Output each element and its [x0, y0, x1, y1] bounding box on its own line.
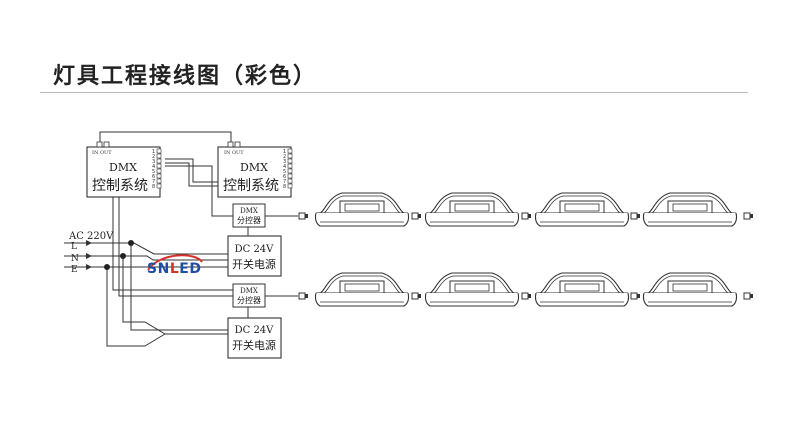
connector: [298, 292, 309, 300]
controller-desc: 控制系统: [223, 178, 279, 194]
mains-line-l: L: [71, 242, 77, 252]
mains-label: AC 220V: [68, 231, 114, 242]
pin-terminal: [287, 183, 293, 189]
dmx-splitter-1: DMX 分控器: [232, 203, 266, 228]
connector: [411, 292, 422, 300]
pin-number: 8: [152, 184, 155, 190]
pin-number: 7: [152, 179, 155, 185]
lamp-chain-1: [298, 192, 754, 227]
pin-terminal: [156, 153, 162, 159]
dmx-splitter-2: DMX 分控器: [232, 283, 266, 308]
splitter-name: DMX: [240, 207, 258, 215]
lamp-fixture: [424, 272, 520, 307]
pin-number: 6: [283, 174, 286, 180]
pin-number: 3: [283, 159, 286, 165]
snled-watermark-logo: SNLED: [147, 254, 203, 277]
title-divider: [40, 92, 748, 93]
mains-line-e: E: [71, 265, 78, 275]
pin-terminal: [156, 183, 162, 189]
controller-port-label: IN OUT: [224, 150, 244, 156]
lamp-fixture: [534, 272, 630, 307]
pin-number: 2: [283, 154, 286, 160]
pin-terminal: [156, 163, 162, 169]
pin-number: 7: [283, 179, 286, 185]
pin-terminal: [287, 168, 293, 174]
pin-number: 8: [283, 184, 286, 190]
power-supply-voltage: DC 24V: [235, 244, 275, 255]
pin-terminal: [156, 168, 162, 174]
pin-number: 2: [152, 154, 155, 160]
mains-line-n: N: [71, 254, 79, 264]
pin-number: 1: [283, 149, 286, 155]
junction-dots: [104, 240, 134, 270]
lamp-chain-2: [298, 272, 754, 307]
power-supply-1: DC 24V 开关电源: [227, 235, 282, 277]
pin-number: 6: [152, 174, 155, 180]
lamp-fixture: [314, 272, 410, 307]
pin-terminal: [156, 148, 162, 154]
pin-terminal: [287, 148, 293, 154]
page-title: 灯具工程接线图（彩色）: [53, 64, 318, 89]
pin-number: 4: [152, 164, 155, 170]
power-supply-2: DC 24V 开关电源: [227, 317, 282, 359]
pin-terminal: [287, 153, 293, 159]
splitter-desc: 分控器: [237, 295, 261, 305]
controller-desc: 控制系统: [92, 178, 148, 194]
pin-terminal: [287, 173, 293, 179]
power-supply-desc: 开关电源: [232, 338, 276, 352]
lamp-fixture: [642, 192, 738, 227]
pin-terminal: [156, 158, 162, 164]
controller-port-label: IN OUT: [92, 150, 112, 156]
connector: [743, 292, 754, 300]
mains-wires: [64, 242, 228, 347]
pin-terminal: [287, 163, 293, 169]
controller-name: DMX: [240, 161, 268, 174]
signal-wires: [99, 131, 298, 318]
arrow-icon: [86, 240, 92, 270]
connector: [521, 292, 532, 300]
splitter-desc: 分控器: [237, 215, 261, 225]
svg-text:SNLED: SNLED: [147, 261, 201, 277]
lamp-fixture: [314, 192, 410, 227]
power-supply-voltage: DC 24V: [235, 325, 275, 336]
pin-number: 5: [283, 169, 286, 175]
power-supply-desc: 开关电源: [232, 257, 276, 271]
pin-terminal: [156, 173, 162, 179]
pin-number: 5: [152, 169, 155, 175]
lamp-fixture: [424, 192, 520, 227]
controller-name: DMX: [109, 161, 137, 174]
connector: [298, 212, 309, 220]
lamp-fixture: [534, 192, 630, 227]
pin-terminal: [287, 158, 293, 164]
pin-terminal: [287, 178, 293, 184]
lamp-fixture: [642, 272, 738, 307]
connector: [630, 292, 641, 300]
pin-terminal: [156, 178, 162, 184]
connector: [630, 212, 641, 220]
connector: [411, 212, 422, 220]
connector: [521, 212, 532, 220]
pin-number: 1: [152, 149, 155, 155]
splitter-name: DMX: [240, 287, 258, 295]
pin-number: 3: [152, 159, 155, 165]
connector: [743, 212, 754, 220]
pin-number: 4: [283, 164, 286, 170]
